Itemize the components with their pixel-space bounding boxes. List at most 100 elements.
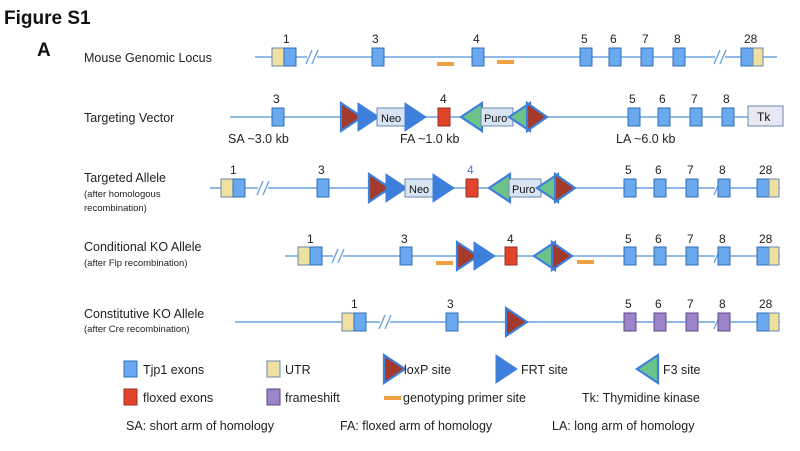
exon-1 xyxy=(353,312,367,332)
utr-box xyxy=(752,47,764,67)
exon-number: 6 xyxy=(659,92,666,106)
legend-tjp1: Tjp1 exons xyxy=(143,363,204,377)
loxp-site xyxy=(455,239,480,273)
exon-5 xyxy=(623,178,637,198)
frameshift-exon-8 xyxy=(717,312,731,332)
break-mark xyxy=(713,49,727,65)
loxp-site xyxy=(525,100,549,134)
exon-3 xyxy=(316,178,330,198)
exon-number: 4 xyxy=(467,163,474,177)
legend-loxp-icon xyxy=(382,352,407,386)
exon-3 xyxy=(271,107,285,127)
exon-1 xyxy=(283,47,297,67)
exon-number: 1 xyxy=(230,163,237,177)
exon-6 xyxy=(653,178,667,198)
utr-box xyxy=(768,178,780,198)
exon-28 xyxy=(756,312,770,332)
exon-7 xyxy=(689,107,703,127)
legend-utr-swatch xyxy=(266,360,281,378)
row-sub-targeted: recombination) xyxy=(84,203,147,214)
row-genomic-locus: Mouse Genomic Locus 1 3 4 5 6 7 8 28 xyxy=(84,32,777,67)
exon-number: 4 xyxy=(507,232,514,246)
exon-4 xyxy=(471,47,485,67)
exon-number: 5 xyxy=(625,163,632,177)
exon-number: 6 xyxy=(610,32,617,46)
legend-primer-swatch xyxy=(384,396,401,400)
exon-number: 7 xyxy=(687,297,694,311)
floxed-exon-4 xyxy=(465,178,479,198)
row-sub-constitutive: (after Cre recombination) xyxy=(84,324,190,335)
utr-box xyxy=(768,246,780,266)
exon-number: 4 xyxy=(473,32,480,46)
neo-label: Neo xyxy=(381,113,401,125)
legend-exon-swatch xyxy=(123,360,138,378)
row-targeting-vector: Targeting Vector Neo Puro Tk 3 4 5 6 7 8… xyxy=(84,92,784,146)
f3-site xyxy=(459,100,484,134)
exon-7 xyxy=(685,178,699,198)
exon-28 xyxy=(756,246,770,266)
break-mark xyxy=(378,314,392,330)
utr-box xyxy=(271,47,285,67)
exon-number: 5 xyxy=(581,32,588,46)
exon-3 xyxy=(371,47,385,67)
exon-number: 1 xyxy=(307,232,314,246)
exon-number: 7 xyxy=(687,163,694,177)
row-label-vector: Targeting Vector xyxy=(84,111,174,125)
frt-site xyxy=(432,173,455,203)
exon-number: 6 xyxy=(655,297,662,311)
exon-8 xyxy=(717,246,731,266)
legend-floxed-swatch xyxy=(123,388,138,406)
legend-f3: F3 site xyxy=(663,363,701,377)
break-mark xyxy=(305,49,319,65)
exon-8 xyxy=(721,107,735,127)
exon-number: 7 xyxy=(642,32,649,46)
row-constitutive-ko: Constitutive KO Allele (after Cre recomb… xyxy=(84,297,780,339)
loxp-site xyxy=(504,305,529,339)
legend-fa: FA: floxed arm of homology xyxy=(340,419,493,433)
legend-floxed: floxed exons xyxy=(143,391,213,405)
utr-box xyxy=(341,312,355,332)
exon-number: 3 xyxy=(372,32,379,46)
panel-label: A xyxy=(37,40,51,61)
legend-frt: FRT site xyxy=(521,363,568,377)
exon-5 xyxy=(627,107,641,127)
exon-number: 8 xyxy=(719,297,726,311)
exon-number: 7 xyxy=(691,92,698,106)
exon-6 xyxy=(657,107,671,127)
arm-label-sa: SA ~3.0 kb xyxy=(228,132,289,146)
frameshift-exon-6 xyxy=(653,312,667,332)
exon-number: 28 xyxy=(759,232,773,246)
exon-5 xyxy=(623,246,637,266)
exon-number: 1 xyxy=(351,297,358,311)
exon-3 xyxy=(399,246,413,266)
exon-number: 1 xyxy=(283,32,290,46)
frt-site xyxy=(473,241,496,271)
legend-frameshift: frameshift xyxy=(285,391,340,405)
exon-number: 5 xyxy=(629,92,636,106)
exon-1 xyxy=(232,178,246,198)
legend-utr: UTR xyxy=(285,363,311,377)
exon-number: 8 xyxy=(719,163,726,177)
row-label-targeted: Targeted Allele xyxy=(84,171,166,185)
primer-site xyxy=(577,260,594,264)
exon-5 xyxy=(579,47,593,67)
arm-label-fa: FA ~1.0 kb xyxy=(400,132,459,146)
utr-box xyxy=(297,246,311,266)
exon-28 xyxy=(740,47,754,67)
row-label-conditional: Conditional KO Allele xyxy=(84,240,201,254)
break-mark xyxy=(331,248,345,264)
exon-number: 28 xyxy=(759,163,773,177)
row-sub-conditional: (after Flp recombination) xyxy=(84,258,187,269)
row-targeted-allele: Targeted Allele (after homologous recomb… xyxy=(84,163,780,214)
utr-box xyxy=(768,312,780,332)
exon-number: 4 xyxy=(440,92,447,106)
exon-7 xyxy=(685,246,699,266)
exon-number: 5 xyxy=(625,232,632,246)
exon-number: 3 xyxy=(318,163,325,177)
legend-primer: genotyping primer site xyxy=(403,391,526,405)
legend-frameshift-swatch xyxy=(266,388,281,406)
row-label-genomic: Mouse Genomic Locus xyxy=(84,51,212,65)
row-label-constitutive: Constitutive KO Allele xyxy=(84,307,204,321)
loxp-site xyxy=(367,171,392,205)
